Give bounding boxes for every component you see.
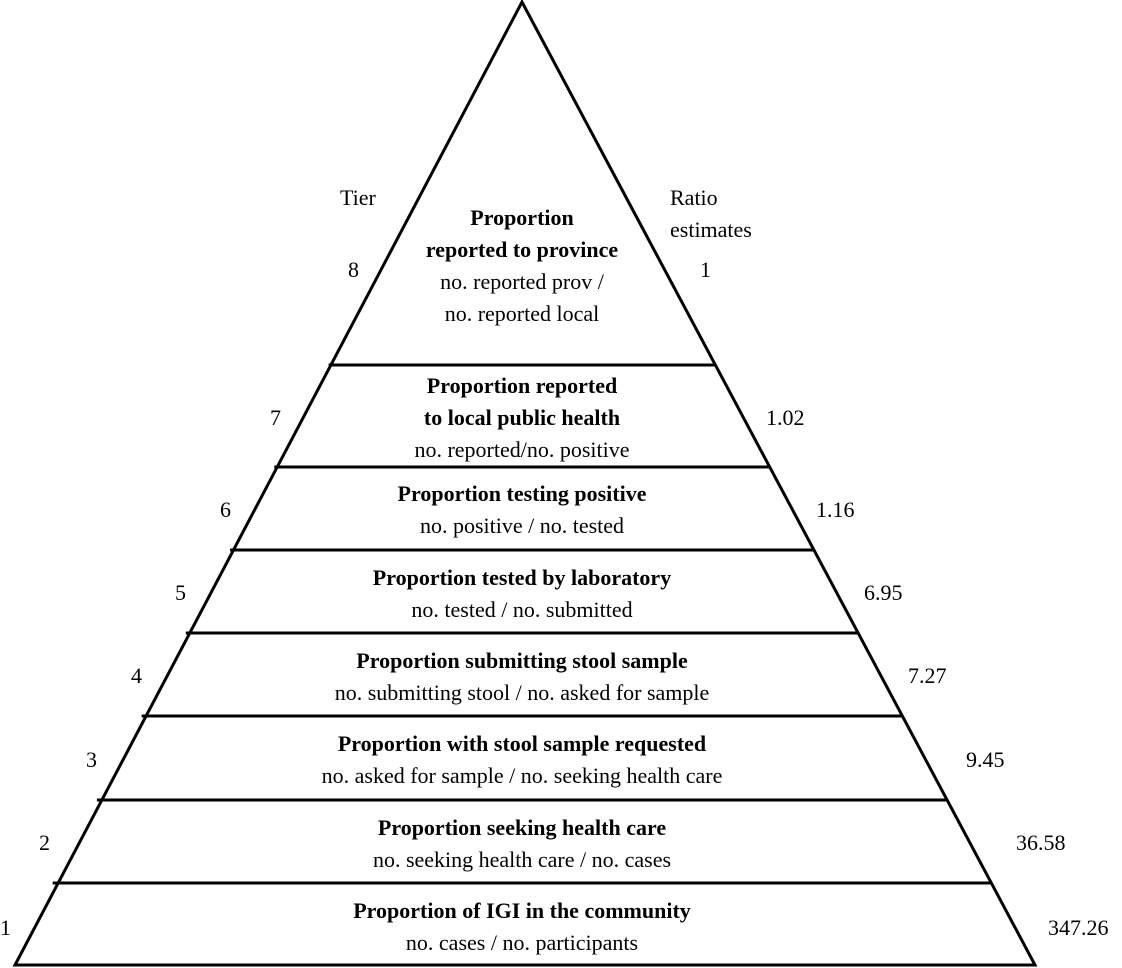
tier-formula: no. positive / no. tested xyxy=(419,513,625,538)
tier-formula: no. asked for sample / no. seeking healt… xyxy=(321,763,723,788)
tier-number: 4 xyxy=(131,663,142,688)
tier-formula: no. reported/no. positive xyxy=(414,437,630,462)
tier-title: Proportion of IGI in the community xyxy=(353,898,691,923)
tier-number: 5 xyxy=(175,580,186,605)
tier-formula: no. tested / no. submitted xyxy=(411,597,633,622)
tier-column-label: Tier xyxy=(340,185,376,210)
tier-title: Proportion seeking health care xyxy=(377,815,667,840)
ratio-estimate: 7.27 xyxy=(908,663,947,688)
tier-number: 3 xyxy=(86,747,97,772)
tier-title: Proportion with stool sample requested xyxy=(337,731,707,756)
tier-title: Proportion tested by laboratory xyxy=(372,565,672,590)
tier-formula: no. cases / no. participants xyxy=(405,930,639,955)
ratio-estimate: 6.95 xyxy=(864,580,903,605)
ratio-estimate: 36.58 xyxy=(1016,830,1066,855)
tier-title: Proportion reported xyxy=(426,373,618,398)
tier-title: Proportion submitting stool sample xyxy=(356,648,688,673)
tier-formula: no. reported local xyxy=(444,301,600,326)
tier-number: 6 xyxy=(220,497,231,522)
ratio-estimate: 1 xyxy=(700,257,711,282)
tier-number: 1 xyxy=(0,915,11,940)
tier-formula: no. seeking health care / no. cases xyxy=(372,847,672,872)
tier-formula: no. submitting stool / no. asked for sam… xyxy=(334,680,710,705)
tier-title: Proportion xyxy=(470,205,574,230)
ratio-estimate: 347.26 xyxy=(1048,915,1109,940)
tier-formula: no. reported prov / xyxy=(440,269,604,294)
ratio-estimate: 1.02 xyxy=(766,405,805,430)
tier-title: reported to province xyxy=(425,237,619,262)
tier-title: Proportion testing positive xyxy=(397,481,647,506)
tier-title: to local public health xyxy=(423,405,621,430)
tier-number: 8 xyxy=(348,257,359,282)
pyramid-outline xyxy=(12,0,1038,967)
tier-number: 7 xyxy=(270,405,281,430)
tier-number: 2 xyxy=(39,830,50,855)
ratio-estimate: 9.45 xyxy=(966,747,1005,772)
ratio-estimate: 1.16 xyxy=(816,497,855,522)
ratio-column-label-line1: Ratio xyxy=(670,185,718,210)
ratio-column-label-line2: estimates xyxy=(670,217,752,242)
